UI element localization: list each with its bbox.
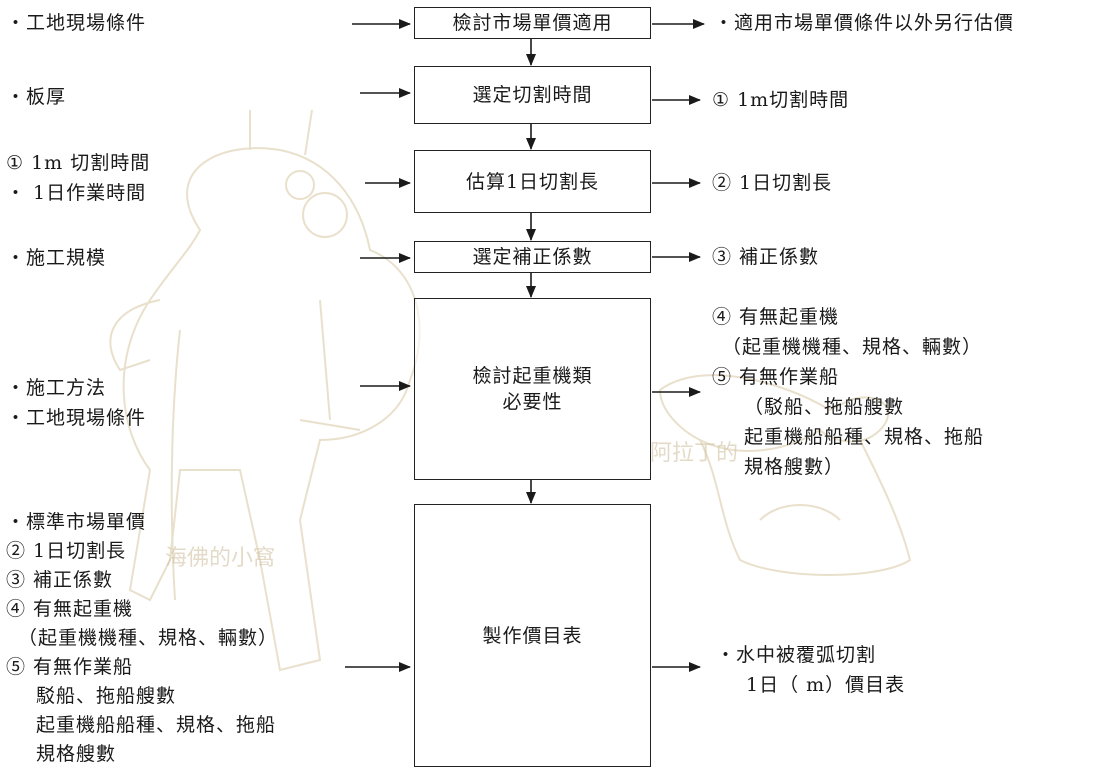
output-workboat-presence: ⑤ 有無作業船: [712, 366, 840, 388]
process-box-check-crane-necessity: 檢討起重機類 必要性: [414, 298, 651, 480]
input-correction-factor: ③ 補正係數: [6, 569, 114, 591]
input-barge-tug-count: 駁船、拖船艘數: [36, 685, 177, 707]
input-spec-count: 規格艘數: [36, 743, 117, 765]
output-spec-count: 規格艘數）: [744, 456, 845, 478]
process-box-label: 檢討市場單價適用: [452, 12, 613, 34]
input-crane-presence: ④ 有無起重機: [6, 598, 134, 620]
process-box-select-cut-time: 選定切割時間: [414, 66, 651, 124]
input-construction-scale: ・施工規模: [6, 247, 107, 269]
input-plate-thickness: ・板厚: [6, 86, 67, 108]
input-standard-market-price: ・標準市場單價: [6, 511, 147, 533]
process-box-label-line2: 必要性: [502, 391, 563, 413]
process-box-label: 估算1日切割長: [465, 170, 600, 193]
input-daily-work-time: ・ 1日作業時間: [6, 182, 147, 204]
output-daily-cut-length: ② 1日切割長: [712, 172, 833, 194]
process-box-label-line1: 檢討起重機類: [472, 365, 593, 387]
output-crane-details: （起重機機種、規格、輛數）: [722, 336, 983, 358]
input-crane-ship-spec: 起重機船船種、規格、拖船: [36, 714, 277, 736]
process-box-make-price-table: 製作價目表: [414, 504, 651, 767]
process-box-label: 選定補正係數: [472, 246, 593, 268]
output-daily-price-table: 1日（ m）價目表: [746, 674, 906, 696]
process-box-check-market-price: 檢討市場單價適用: [414, 7, 651, 39]
watermark-text-left: 海佛的小窩: [165, 546, 275, 571]
output-separate-estimate: ・適用市場單價條件以外另行估價: [714, 12, 1015, 34]
output-underwater-arc-cutting: ・水中被覆弧切割: [716, 644, 877, 666]
output-crane-ship-spec: 起重機船船種、規格、拖船: [744, 426, 985, 448]
input-cut-time-1m: ① 1m 切割時間: [6, 152, 151, 174]
input-site-conditions: ・工地現場條件: [6, 12, 147, 34]
input-workboat-presence: ⑤ 有無作業船: [6, 656, 134, 678]
process-box-label: 選定切割時間: [472, 84, 593, 106]
input-crane-details: （起重機機種、規格、輛數）: [18, 627, 279, 649]
output-barge-tug-count: （駁船、拖船艘數: [744, 396, 905, 418]
input-site-conditions-2: ・工地現場條件: [6, 407, 147, 429]
input-daily-cut-length: ② 1日切割長: [6, 540, 127, 562]
process-box-label: 製作價目表: [482, 624, 583, 647]
output-crane-presence: ④ 有無起重機: [712, 306, 840, 328]
input-construction-method: ・施工方法: [6, 377, 107, 399]
process-box-select-correction-factor: 選定補正係數: [414, 241, 651, 273]
watermark-text-right: 阿拉丁的: [650, 441, 738, 466]
output-cut-time-1m: ① 1m切割時間: [712, 89, 850, 111]
process-box-estimate-daily-length: 估算1日切割長: [414, 150, 651, 213]
output-correction-factor: ③ 補正係數: [712, 246, 820, 268]
